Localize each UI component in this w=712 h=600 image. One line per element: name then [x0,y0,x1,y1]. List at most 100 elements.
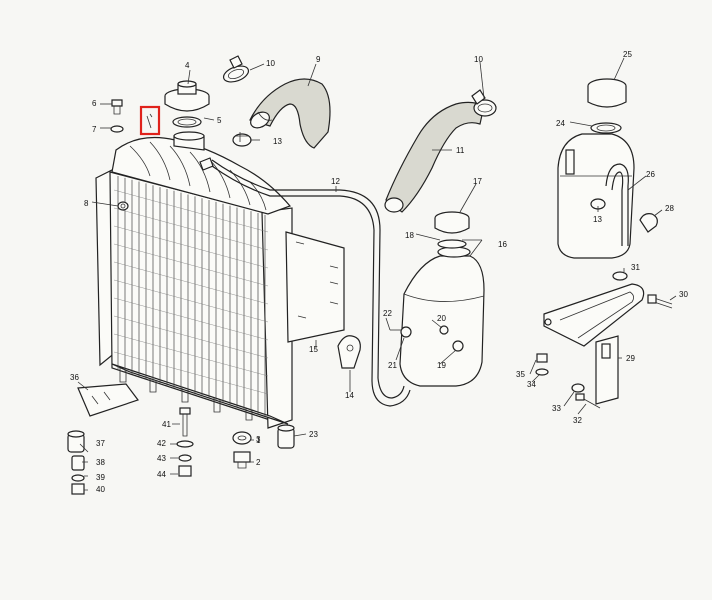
label-13a: 13 [273,137,282,146]
fin-crossline [113,243,269,287]
label-9: 9 [316,55,321,64]
label-2: 2 [256,458,261,467]
fin-crossline [113,261,269,305]
label-10b: 10 [474,55,483,64]
nut-40 [71,483,85,495]
label-39: 39 [96,473,105,482]
expansion-tank [399,246,485,387]
bracket-14 [337,335,361,369]
label-28: 28 [665,204,674,213]
hose-clamp-10b [471,89,497,117]
bolt-6 [111,99,123,115]
reservoir-pipe-26 [605,163,629,246]
washer-33 [571,383,585,393]
nut-35 [536,353,548,363]
fin-crossline [113,333,269,377]
washer-42 [176,440,194,448]
label-7: 7 [92,125,97,134]
label-43: 43 [157,454,166,463]
bolt-32 [575,393,601,409]
washer-7 [110,125,124,133]
upper-hose [249,78,331,149]
bolt-30 [647,294,673,309]
tank-cap-17 [434,211,470,234]
bracket-15 [285,231,345,343]
washer-34 [535,368,549,376]
label-38: 38 [96,458,105,467]
clip-28 [639,213,658,233]
washer-43 [178,454,192,462]
label-20: 20 [437,314,446,323]
label-19: 19 [437,361,446,370]
drain-seal-3 [232,431,252,445]
hose-clamp-10 [222,55,250,83]
label-36: 36 [70,373,79,382]
label-30: 30 [679,290,688,299]
radiator-core [95,131,293,429]
label-11: 11 [456,146,465,155]
bracket-36 [77,383,139,417]
tank-fittings [390,325,464,352]
label-35: 35 [516,370,525,379]
label-37: 37 [96,439,105,448]
reservoir-cap-25 [587,78,627,108]
label-44: 44 [157,470,166,479]
label-21: 21 [388,361,397,370]
part-number-labels: 4 5 6 7 8 9 10 10 11 12 13 13 14 15 16 1… [70,50,688,494]
label-26: 26 [646,170,655,179]
fin-crossline [113,297,269,341]
label-17: 17 [473,177,482,186]
clamp-13-radiator [232,132,252,147]
nut-44 [178,465,192,477]
drain-plug-2 [233,451,251,469]
fin-crossline [113,225,269,269]
label-10a: 10 [266,59,275,68]
label-16: 16 [498,240,507,249]
label-42: 42 [157,439,166,448]
label-13b: 13 [593,215,602,224]
label-40: 40 [96,485,105,494]
fin-crossline [113,315,269,359]
label-23: 23 [309,430,318,439]
bush-37 [67,430,85,453]
label-4: 4 [185,61,190,70]
label-15: 15 [309,345,318,354]
label-34: 34 [527,380,536,389]
label-32: 32 [573,416,582,425]
radiator-cap [164,80,210,112]
cap-seal-ring [172,116,202,128]
label-24: 24 [556,119,565,128]
label-33: 33 [552,404,561,413]
leader-lines [77,57,677,491]
bush-38 [71,455,85,471]
label-3: 3 [256,435,261,444]
label-14: 14 [345,391,354,400]
fin-crossline [113,207,269,251]
fin-crossline [113,189,269,233]
radiator-fins [113,176,269,417]
label-5: 5 [217,116,222,125]
highlight-box [139,105,161,136]
bolt-41 [179,407,191,437]
washer-39 [71,474,85,482]
label-12: 12 [331,177,340,186]
washer-31 [612,271,628,281]
spacer-23 [277,424,295,449]
label-8: 8 [84,199,89,208]
tank-seal-18 [437,239,467,249]
label-6: 6 [92,99,97,108]
reservoir-neck-24 [590,122,622,134]
label-41: 41 [162,420,171,429]
label-31: 31 [631,263,640,272]
label-29: 29 [626,354,635,363]
label-18: 18 [405,231,414,240]
fin-crossline [113,351,269,395]
label-22: 22 [383,309,392,318]
fin-crossline [113,279,269,323]
label-25: 25 [623,50,632,59]
label-1: 1 [256,436,261,445]
reservoir-carrier [543,283,645,405]
overflow-pipe-12 [211,159,411,407]
